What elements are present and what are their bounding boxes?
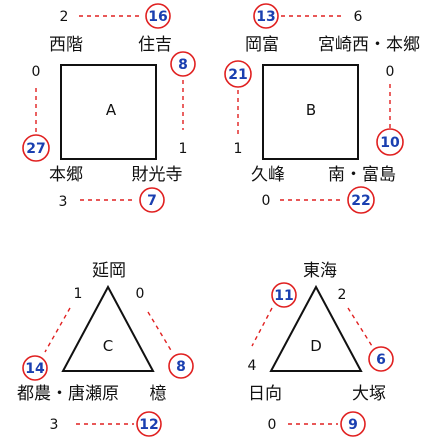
- group-a-label: A: [106, 101, 117, 119]
- score-a-bottom-left: 3: [59, 194, 68, 210]
- score-ring-d-left-upper: [271, 282, 297, 308]
- score-c-right-upper: 0: [136, 286, 145, 302]
- score-a-right-bottom: 1: [179, 141, 188, 157]
- score-ring-c-right-lower: [168, 353, 194, 379]
- team-b-bottom-right: 南・富島: [328, 165, 396, 185]
- team-a-bottom-left: 本郷: [49, 165, 83, 185]
- group-d: D 東海 日向 大塚 11 4 2 6 0 9: [248, 261, 394, 437]
- score-a-top-right: 16: [148, 9, 167, 25]
- score-a-right-top: 8: [178, 57, 188, 73]
- group-d-label: D: [310, 337, 322, 355]
- group-b-square: [262, 64, 359, 160]
- score-b-bottom-right: 22: [351, 193, 370, 209]
- team-c-bottom-right: 檍: [150, 384, 167, 404]
- team-d-top: 東海: [303, 261, 337, 281]
- link-d-right: [347, 307, 373, 347]
- score-d-left-upper: 11: [274, 288, 293, 304]
- score-b-right-top: 0: [386, 64, 395, 80]
- score-b-top-right: 6: [354, 9, 363, 25]
- score-d-right-lower: 6: [376, 352, 386, 368]
- team-c-bottom-left: 都農・唐瀬原: [17, 383, 119, 404]
- score-d-right-upper: 2: [338, 287, 347, 303]
- score-ring-a-right-top: [170, 51, 196, 77]
- score-ring-c-left-lower: [22, 355, 48, 381]
- group-a-square: [60, 64, 157, 160]
- score-ring-b-top-left: [253, 3, 279, 29]
- team-b-bottom-left: 久峰: [251, 165, 285, 185]
- score-c-right-lower: 8: [176, 359, 186, 375]
- group-c-label: C: [103, 337, 113, 355]
- score-b-bottom-left: 0: [262, 193, 271, 209]
- link-d-left: [251, 307, 273, 347]
- score-c-left-upper: 1: [74, 286, 83, 302]
- group-b: B 岡富 宮崎西・本郷 久峰 南・富島 13 6 0 10 21 1 0 22: [224, 3, 420, 214]
- score-c-left-lower: 14: [25, 361, 45, 377]
- team-b-top-left: 岡富: [245, 35, 279, 55]
- score-c-bottom-left: 3: [50, 417, 59, 433]
- score-ring-c-bottom-right: [136, 411, 162, 437]
- score-a-left-top: 0: [32, 64, 41, 80]
- score-ring-d-right-lower: [368, 346, 394, 372]
- score-ring-a-bottom-right: [139, 187, 165, 213]
- score-b-left-top: 21: [228, 67, 247, 83]
- team-c-top: 延岡: [92, 261, 126, 281]
- team-d-bottom-left: 日向: [248, 384, 282, 404]
- score-ring-b-right-bottom: [376, 128, 404, 156]
- score-d-bottom-right: 9: [348, 417, 358, 433]
- score-b-right-bottom: 10: [380, 135, 400, 151]
- score-b-top-left: 13: [256, 9, 275, 25]
- team-a-bottom-right: 財光寺: [132, 165, 183, 185]
- team-b-top-right: 宮崎西・本郷: [318, 35, 420, 55]
- score-ring-a-left-bottom: [22, 134, 50, 162]
- score-d-left-lower: 4: [248, 358, 257, 374]
- link-c-left: [44, 307, 71, 353]
- group-c: C 延岡 都農・唐瀬原 檍 1 14 0 8 3 12: [17, 261, 194, 437]
- team-a-top-right: 住吉: [138, 35, 172, 55]
- score-ring-b-left-top: [224, 60, 252, 88]
- group-b-label: B: [306, 101, 316, 119]
- score-ring-b-bottom-right: [347, 186, 375, 214]
- group-c-triangle: [61, 284, 155, 372]
- score-b-left-bottom: 1: [234, 141, 243, 157]
- team-d-bottom-right: 大塚: [352, 384, 386, 404]
- group-d-triangle: [269, 284, 363, 372]
- link-c-right: [147, 311, 173, 353]
- score-a-bottom-right: 7: [147, 193, 157, 209]
- score-ring-d-bottom-right: [340, 411, 366, 437]
- score-a-left-bottom: 27: [26, 141, 45, 157]
- group-a: A 西階 住吉 本郷 財光寺 2 16 8 1 0 27 3 7: [22, 3, 196, 213]
- score-a-top-left: 2: [60, 9, 69, 25]
- score-d-bottom-left: 0: [268, 417, 277, 433]
- score-ring-a-top-right: [145, 3, 171, 29]
- team-a-top-left: 西階: [49, 35, 83, 55]
- score-c-bottom-right: 12: [139, 417, 158, 433]
